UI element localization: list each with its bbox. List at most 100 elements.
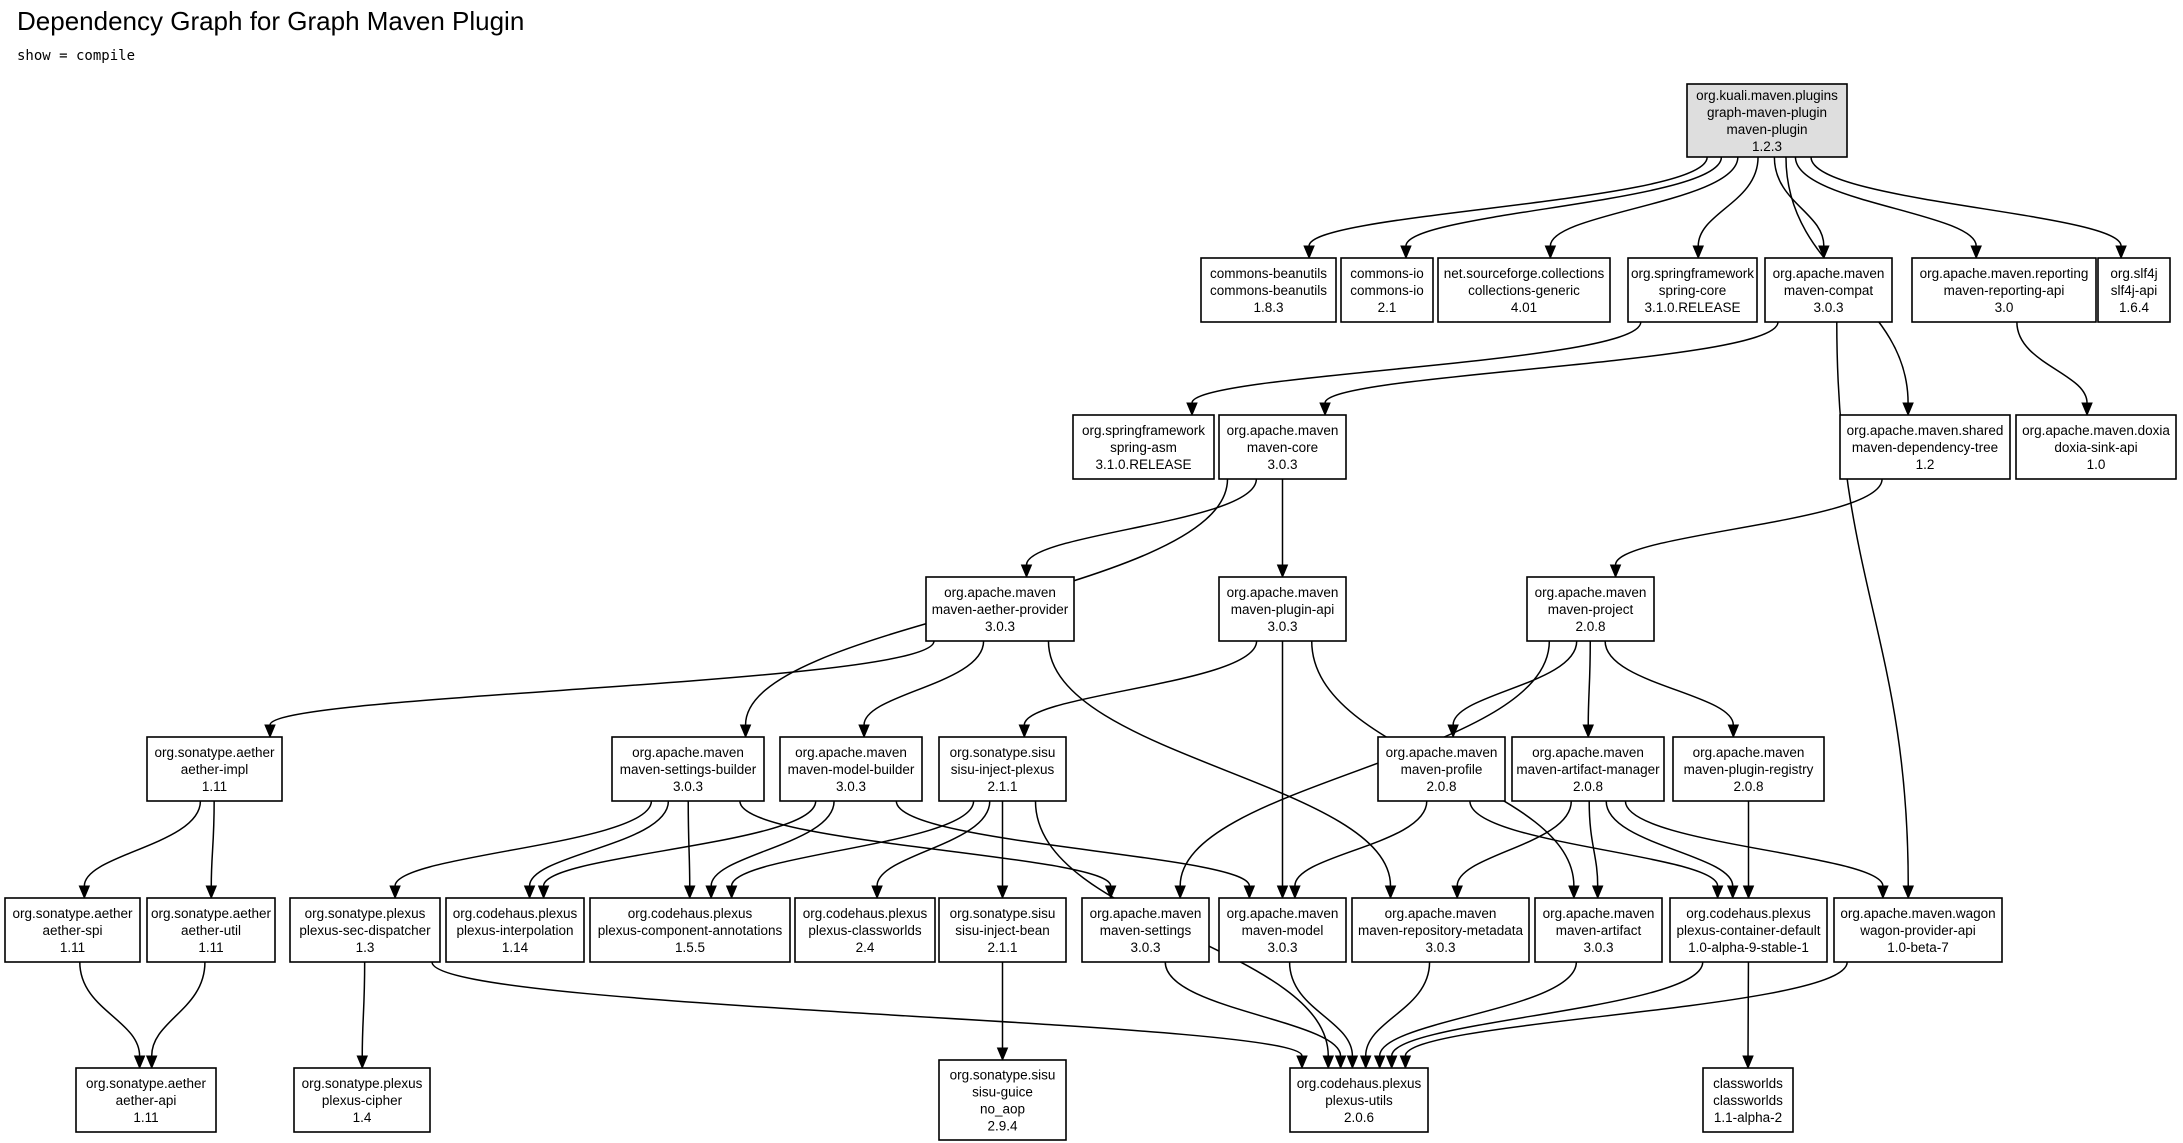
edge-maven-artifact-manager-to-plexus-container-default [1605,800,1734,887]
node-label-line: 2.0.8 [1575,619,1605,634]
node-label-line: org.springframework [1631,266,1754,281]
node-label-line: 2.1.1 [987,779,1017,794]
edge-arrowhead [1334,1055,1347,1070]
node-label-line: slf4j-api [2111,283,2158,298]
edge-maven-aether-provider-to-maven-repository-metadata [1047,640,1392,887]
node-label-line: 3.0.3 [1267,940,1297,955]
node-label-line: org.apache.maven [1385,906,1497,921]
edge-wagon-provider-api-to-plexus-utils [1404,961,1848,1057]
node-label-line: maven-plugin [1726,122,1807,137]
node-box [289,897,441,963]
node-box [611,736,765,802]
node-label-line: classworlds [1713,1076,1783,1091]
edge-arrowhead [705,885,717,900]
node-box [1911,257,2097,323]
node-label-line: 1.2 [1916,457,1935,472]
edge-arrowhead [1447,724,1459,739]
node-box [938,897,1067,963]
edge-arrowhead [523,885,536,900]
node-label-line: plexus-cipher [322,1093,403,1108]
edge-arrowhead [1902,885,1915,900]
node-label-line: org.codehaus.plexus [1297,1076,1422,1091]
node-box [146,897,276,963]
node-label-line: org.apache.maven [1773,266,1885,281]
node-box [293,1067,431,1133]
node-label-line: 3.0.3 [1583,940,1613,955]
edge-arrowhead [996,1047,1009,1062]
node-box [1218,897,1347,963]
node-label-line: maven-project [1548,602,1634,617]
node-box [1627,257,1758,323]
edge-maven-model-builder-to-plexus-component-annotations [710,800,835,887]
node-label-line: maven-core [1247,440,1318,455]
node-label-line: 1.8.3 [1253,300,1283,315]
node-box [1511,736,1665,802]
node-label-line: 1.0-beta-7 [1887,940,1949,955]
node-label-line: 3.0.3 [985,619,1015,634]
edge-arrowhead [996,885,1009,900]
node-box [1200,257,1337,323]
node-spring-asm: org.springframeworkspring-asm3.1.0.RELEA… [1072,414,1215,480]
node-maven-settings-builder: org.apache.mavenmaven-settings-builder3.… [611,736,765,802]
node-label-line: org.sonatype.sisu [950,745,1056,760]
node-label-line: org.apache.maven [1227,585,1339,600]
node-box [1669,897,1828,963]
edge-sisu-inject-plexus-to-plexus-component-annotations [730,800,975,887]
edge-arrowhead [1174,885,1186,900]
node-label-line: graph-maven-plugin [1707,105,1827,120]
node-box [1764,257,1893,323]
node-label-line: classworlds [1713,1093,1783,1108]
node-label-line: spring-asm [1110,440,1177,455]
node-box [794,897,936,963]
node-label-line: org.slf4j [2110,266,2157,281]
node-box [146,736,283,802]
edge-arrowhead [739,724,752,739]
edge-root-to-spring-core [1697,156,1759,247]
node-box [1702,1067,1794,1133]
node-maven-artifact-manager: org.apache.mavenmaven-artifact-manager2.… [1511,736,1665,802]
node-label-line: maven-artifact-manager [1516,762,1660,777]
node-label-line: maven-dependency-tree [1852,440,1998,455]
node-box [779,736,923,802]
edge-maven-project-to-maven-artifact-manager [1587,640,1592,726]
node-label-line: org.apache.maven [632,745,744,760]
node-label-line: 1.3 [356,940,375,955]
node-label-line: plexus-sec-dispatcher [299,923,431,938]
node-label-line: org.apache.maven [1543,906,1655,921]
edge-maven-model-builder-to-maven-model [895,800,1251,887]
node-box [2097,257,2171,323]
node-box [1833,897,2003,963]
node-label-line: plexus-interpolation [456,923,573,938]
node-label-line: sisu-inject-bean [955,923,1050,938]
node-label-line: 2.0.8 [1733,779,1763,794]
node-label-line: maven-model-builder [788,762,915,777]
edge-arrowhead [683,885,696,900]
node-label-line: 1.11 [60,940,85,955]
node-label-line: sisu-inject-plexus [951,762,1055,777]
node-label-line: 2.9.4 [987,1119,1018,1134]
edge-plexus-sec-dispatcher-to-plexus-utils [431,961,1303,1057]
node-box [1081,897,1210,963]
node-label-line: 1.0 [2087,457,2106,472]
edge-arrowhead [1451,885,1463,900]
node-maven-plugin-registry: org.apache.mavenmaven-plugin-registry2.0… [1672,736,1825,802]
node-box [1526,576,1655,642]
node-label-line: org.sonatype.plexus [305,906,426,921]
node-label-line: org.apache.maven [795,745,907,760]
node-root: org.kuali.maven.pluginsgraph-maven-plugi… [1686,83,1848,158]
node-label-line: org.apache.maven [1386,745,1498,760]
edge-maven-model-builder-to-plexus-interpolation [542,800,817,887]
nodes-layer: org.kuali.maven.pluginsgraph-maven-plugi… [4,83,2177,1141]
node-collections-generic: net.sourceforge.collectionscollections-g… [1437,257,1611,323]
